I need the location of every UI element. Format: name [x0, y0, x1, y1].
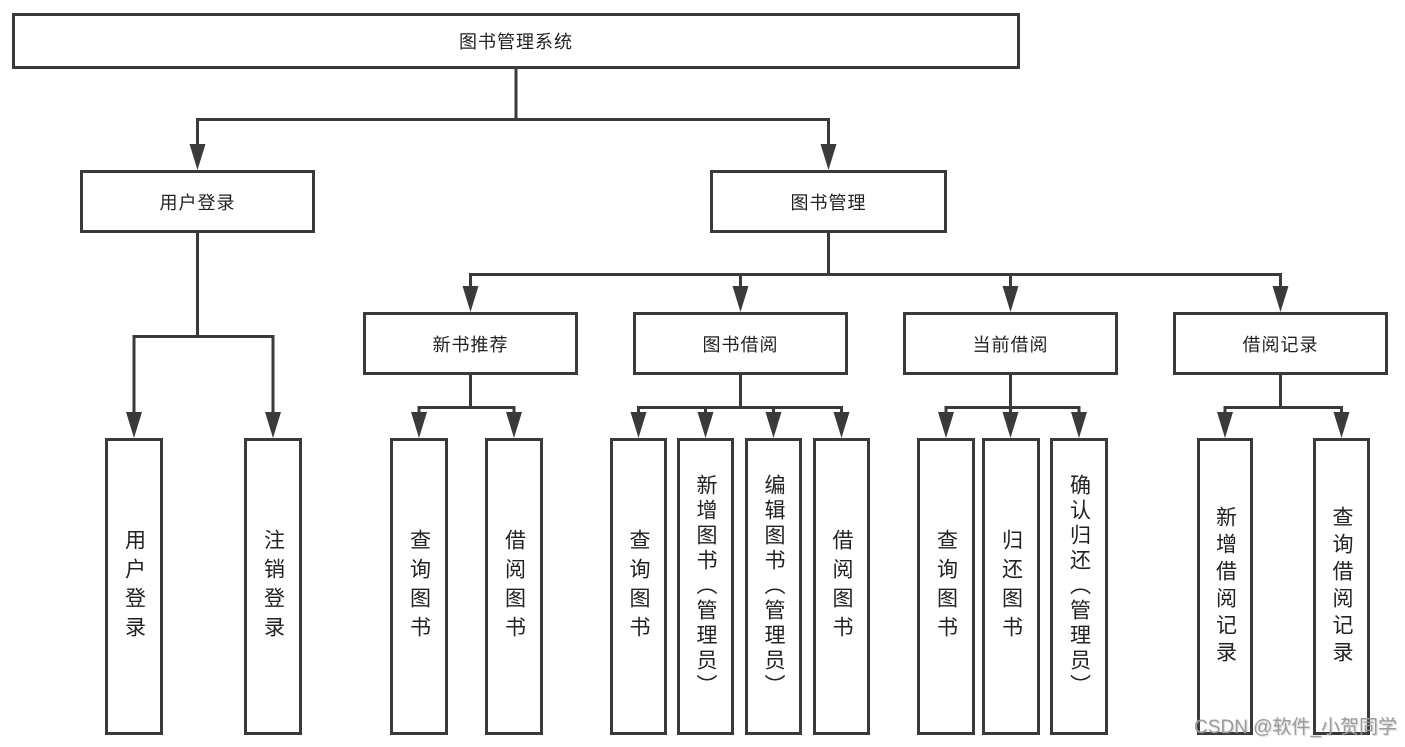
leaf-query-books-recommend: 查询图书 — [390, 438, 448, 735]
leaf-borrow-books-recommend: 借阅图书 — [485, 438, 543, 735]
leaf-query-books-current: 查询图书 — [917, 438, 975, 735]
node-current-borrow: 当前借阅 — [903, 312, 1118, 375]
leaf-logout: 注销登录 — [244, 438, 302, 735]
node-root: 图书管理系统 — [12, 13, 1020, 69]
node-borrow-record: 借阅记录 — [1173, 312, 1388, 375]
csdn-watermark: CSDN @软件_小贺同学 — [1194, 717, 1397, 738]
arrowheads — [126, 144, 1350, 438]
leaf-edit-books-admin: 编辑图书（管理员） — [745, 438, 802, 735]
leaf-query-books-borrow: 查询图书 — [610, 438, 667, 735]
leaf-add-books-admin: 新增图书（管理员） — [677, 438, 734, 735]
leaf-query-borrow-record: 查询借阅记录 — [1313, 438, 1370, 735]
leaf-borrow-books: 借阅图书 — [813, 438, 870, 735]
leaf-return-books: 归还图书 — [982, 438, 1040, 735]
node-user-login: 用户登录 — [80, 170, 315, 233]
leaf-confirm-return-admin: 确认归还（管理员） — [1050, 438, 1108, 735]
leaf-add-borrow-record: 新增借阅记录 — [1197, 438, 1253, 735]
node-book-borrow: 图书借阅 — [633, 312, 848, 375]
leaf-user-login: 用户登录 — [105, 438, 163, 735]
node-new-book-recommend: 新书推荐 — [363, 312, 578, 375]
node-book-management: 图书管理 — [710, 170, 947, 233]
